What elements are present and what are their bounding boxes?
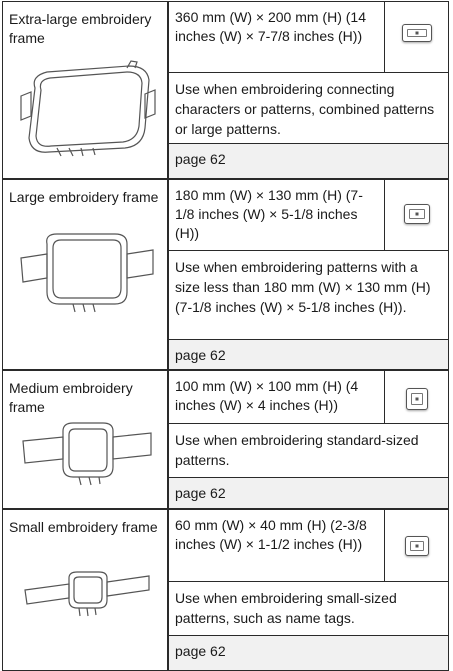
frame-icon-cell	[385, 510, 448, 582]
table-row-medium: Medium embroidery frame 100 mm (W) × 100…	[2, 369, 449, 509]
frame-page-ref: page 62	[169, 478, 448, 508]
frame-icon-cell	[385, 180, 448, 251]
frame-name-cell: Small embroidery frame	[3, 510, 169, 670]
large-frame-icon	[403, 204, 430, 224]
frame-size: 60 mm (W) × 40 mm (H) (2-3/8 inches (W) …	[169, 510, 385, 582]
frame-icon-cell	[385, 2, 448, 73]
frame-name-cell: Extra-large embroidery frame	[3, 2, 169, 178]
large-hoop-illustration	[20, 233, 154, 313]
extra-large-frame-icon	[401, 24, 432, 42]
frame-size: 180 mm (W) × 130 mm (H) (7-1/8 inches (W…	[169, 180, 385, 251]
frame-name-cell: Large embroidery frame	[3, 180, 169, 369]
frame-size: 360 mm (W) × 200 mm (H) (14 inches (W) ×…	[169, 2, 385, 73]
frame-name: Medium embroidery frame	[9, 380, 133, 415]
frame-usage: Use when embroidering small-sized patter…	[169, 582, 448, 636]
frame-size: 100 mm (W) × 100 mm (H) (4 inches (W) × …	[169, 371, 385, 424]
frame-page-ref: page 62	[169, 144, 448, 178]
table-row-small: Small embroidery frame 60 mm (W) × 40 mm…	[2, 508, 449, 671]
frame-page-ref: page 62	[169, 340, 448, 369]
table-row-extra-large: Extra-large embroidery frame 360 mm (W) …	[2, 1, 449, 179]
frame-usage: Use when embroidering standard-sized pat…	[169, 424, 448, 478]
frame-name: Large embroidery frame	[9, 189, 159, 205]
medium-frame-icon	[405, 388, 428, 410]
frame-page-ref: page 62	[169, 636, 448, 670]
frame-usage: Use when embroidering connecting charact…	[169, 73, 448, 144]
frame-usage: Use when embroidering patterns with a si…	[169, 251, 448, 340]
frame-name: Extra-large embroidery frame	[9, 11, 152, 46]
table-row-large: Large embroidery frame 180 mm (W) × 130 …	[2, 178, 449, 370]
medium-hoop-illustration	[22, 422, 152, 486]
frame-icon-cell	[385, 371, 448, 424]
small-frame-icon	[404, 536, 429, 556]
small-hoop-illustration	[24, 571, 150, 617]
frame-name: Small embroidery frame	[9, 519, 158, 535]
frame-name-cell: Medium embroidery frame	[3, 371, 169, 508]
extra-large-hoop-illustration	[20, 60, 156, 157]
